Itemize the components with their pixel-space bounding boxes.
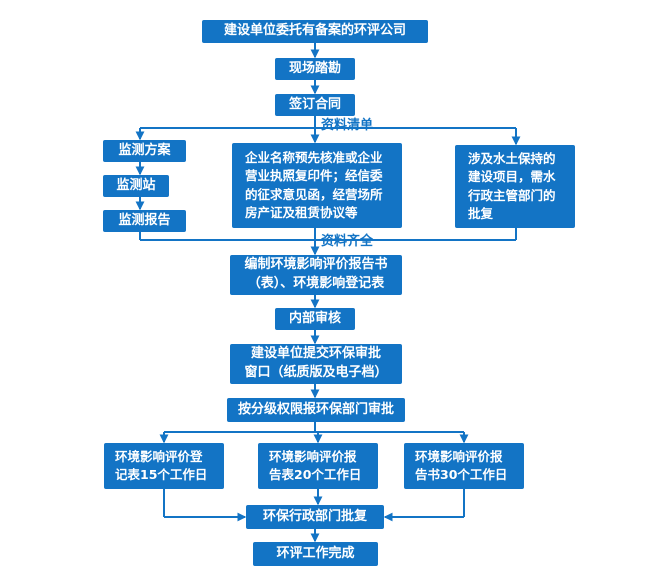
node-hierarchical-approval: 按分级权限报环保部门审批 — [227, 398, 405, 422]
node-report-book-30-days: 环境影响评价报 告书30个工作日 — [404, 443, 524, 489]
node-admin-department-reply: 环保行政部门批复 — [246, 505, 384, 529]
converge-edges — [163, 489, 465, 543]
node-site-survey: 现场踏勘 — [275, 58, 355, 80]
node-water-conservation-approval: 涉及水土保持的 建设项目，需水 行政主管部门的 批复 — [455, 145, 575, 228]
node-eia-work-complete: 环评工作完成 — [253, 542, 378, 566]
node-monitoring-report: 监测报告 — [103, 210, 186, 232]
node-monitoring-plan: 监测方案 — [103, 140, 186, 162]
edge-label-materials-complete: 资料齐全 — [321, 234, 374, 249]
node-compile-eia-report: 编制环境影响评价报告书 （表）、环境影响登记表 — [230, 255, 402, 295]
node-internal-review: 内部审核 — [275, 308, 355, 330]
materials-branch-edges — [135, 127, 521, 241]
approval-branch-edges — [159, 422, 469, 444]
node-report-form-20-days: 环境影响评价报 告表20个工作日 — [258, 443, 378, 489]
node-registration-form-15-days: 环境影响评价登 记表15个工作日 — [104, 443, 224, 489]
node-entrust-eia-company: 建设单位委托有备案的环评公司 — [202, 20, 428, 43]
node-sign-contract: 签订合同 — [275, 94, 355, 116]
node-submit-approval-window: 建设单位提交环保审批 窗口（纸质版及电子档） — [230, 344, 402, 384]
node-monitoring-station: 监测站 — [103, 175, 169, 197]
node-enterprise-documents: 企业名称预先核准或企业 营业执照复印件；经信委 的征求意见函，经营场所 房产证及… — [232, 143, 402, 228]
edge-label-materials-list: 资料清单 — [321, 118, 374, 133]
